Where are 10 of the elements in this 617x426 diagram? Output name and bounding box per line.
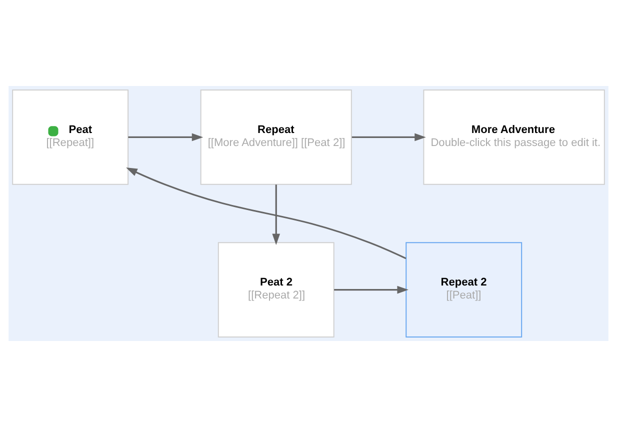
arrow [352, 132, 426, 141]
node-box: Repeat [[More Adventure]] [[Peat 2]] [200, 89, 352, 184]
arrow [334, 285, 408, 294]
node-box: More Adventure Double-click this passage to edit it. [423, 89, 605, 184]
arrow [126, 167, 406, 259]
node-box: Peat [[Repeat]] [12, 89, 129, 184]
node-box: Repeat 2 [[Peat]] [406, 242, 522, 337]
arrow [272, 184, 280, 244]
arrow [128, 132, 204, 141]
node-box: Peat 2 [[Repeat 2]] [218, 242, 334, 337]
